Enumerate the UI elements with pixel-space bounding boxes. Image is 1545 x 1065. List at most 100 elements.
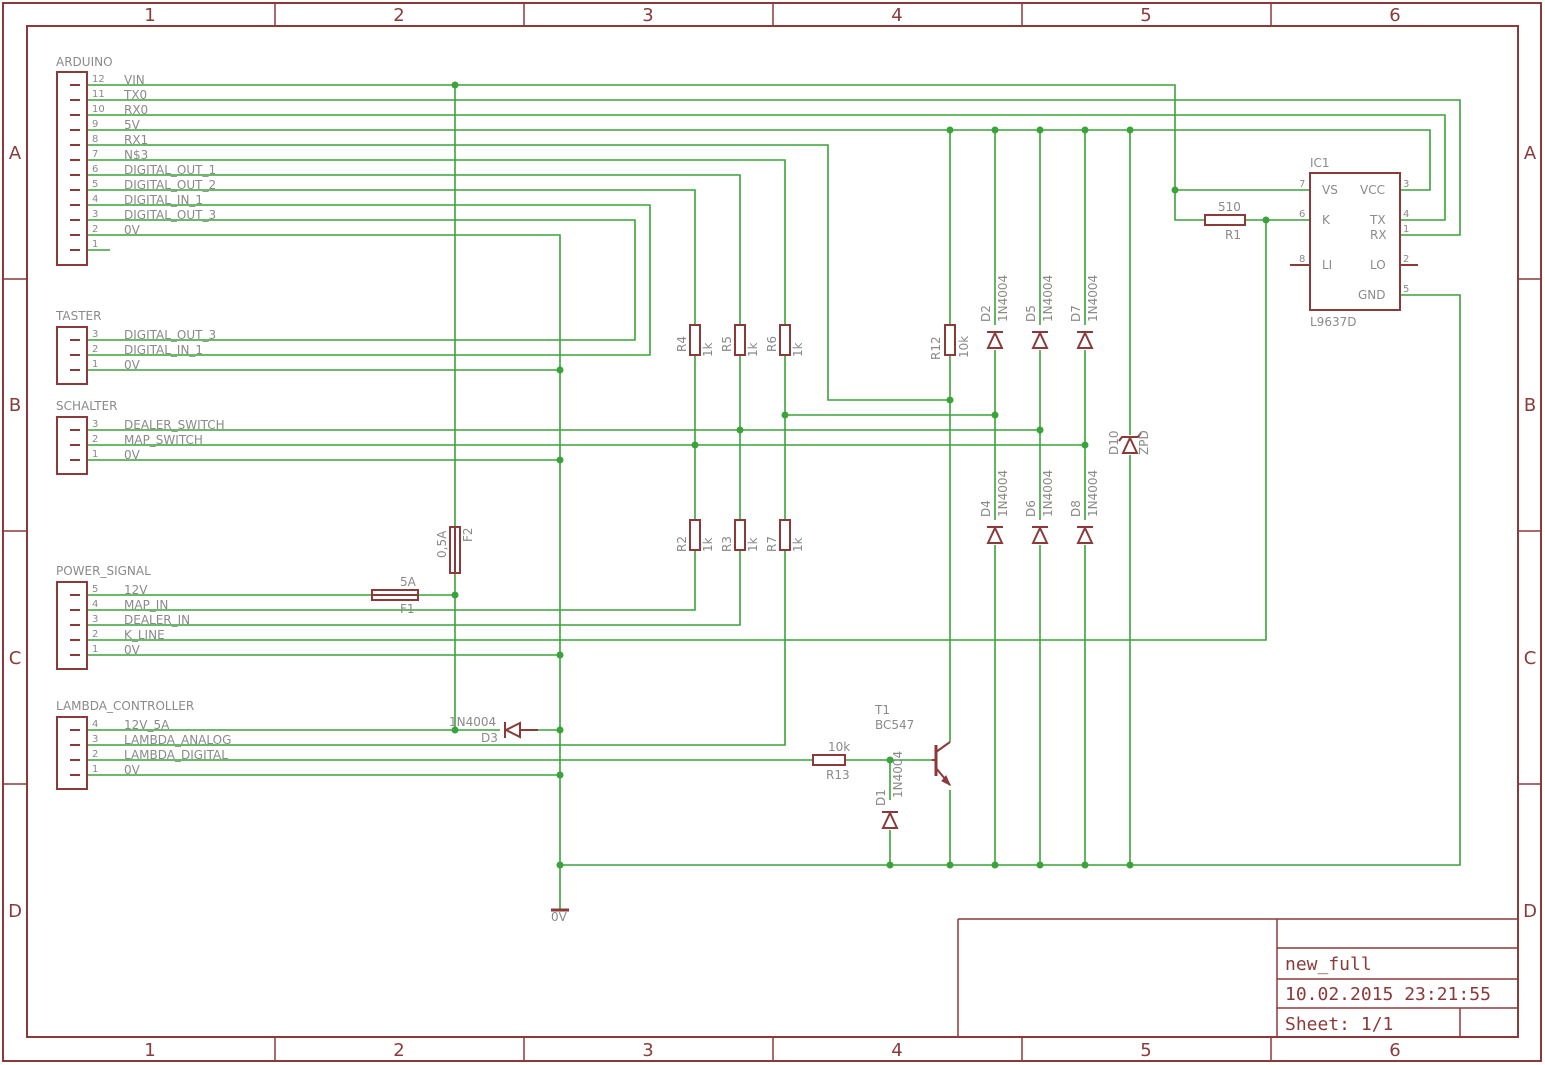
r1-value: 510 (1218, 200, 1241, 214)
f1-ref: F1 (400, 602, 415, 616)
power-signal-pin-num: 3 (92, 614, 98, 625)
ic1-pin-rx: RX (1370, 228, 1387, 242)
r12-ref: R12 (929, 336, 943, 360)
grid-col-top-4: 4 (891, 5, 902, 26)
r13-ref: R13 (826, 768, 850, 782)
power-signal-pin-label: K_LINE (124, 628, 165, 642)
power-signal-pin-label: 12V (124, 583, 148, 597)
schalter-pin-num: 1 (92, 449, 98, 460)
arduino-pin-label: VIN (124, 73, 145, 87)
ground-label: 0V (551, 910, 568, 924)
diode-d5: D5 1N4004 (1024, 275, 1055, 349)
r4-value: 1k (701, 342, 715, 357)
r3-ref: R3 (720, 536, 734, 552)
resistor-r7: R7 1k (765, 519, 805, 552)
resistor-r2: R2 1k (675, 519, 715, 552)
t1-value: BC547 (875, 718, 914, 732)
d10-ref: D10 (1107, 430, 1121, 455)
arduino-pin-label: DIGITAL_OUT_2 (124, 178, 216, 192)
diode-d8: D8 1N4004 (1069, 470, 1100, 544)
schalter-pin-label: DEALER_SWITCH (124, 418, 225, 432)
arduino-pin-label: 5V (124, 118, 141, 132)
resistor-r13: 10k R13 (812, 740, 850, 782)
d2-value: 1N4004 (996, 275, 1010, 322)
ic1-pin-num-li: 8 (1299, 254, 1305, 265)
resistor-r4: R4 1k (675, 324, 715, 357)
lambda-pin-num: 3 (92, 734, 98, 745)
arduino-pin-label: RX0 (124, 103, 148, 117)
resistor-r5: R5 1k (720, 324, 760, 357)
title-block: new_full 10.02.2015 23:21:55 Sheet: 1/1 (957, 918, 1518, 1037)
f2-ref: F2 (461, 527, 475, 542)
arduino-pin-label: N$3 (124, 148, 148, 162)
grid-row-left-b: B (9, 395, 21, 416)
r7-ref: R7 (765, 536, 779, 552)
ic1-pin-num-vs: 7 (1299, 179, 1305, 190)
ic1-pin-gnd: GND (1358, 288, 1386, 302)
taster-pin-label: 0V (124, 358, 141, 372)
lambda-pin-label: LAMBDA_ANALOG (124, 733, 231, 747)
grid-col-top-1: 1 (144, 5, 155, 26)
grid-col-bottom-6: 6 (1389, 1040, 1400, 1061)
lambda-pin-label: 12V_5A (124, 718, 170, 732)
grid-row-right-c: C (1524, 648, 1537, 669)
r13-value: 10k (828, 740, 850, 754)
diode-d7: D7 1N4004 (1069, 275, 1100, 349)
title-block-name: new_full (1285, 954, 1372, 975)
grid-col-bottom-1: 1 (144, 1040, 155, 1061)
grid-col-top-6: 6 (1389, 5, 1400, 26)
power-signal-pin-num: 4 (92, 599, 98, 610)
title-block-date: 10.02.2015 23:21:55 (1285, 984, 1491, 1005)
d3-value: 1N4004 (449, 715, 496, 729)
ic1-pin-li: LI (1322, 258, 1332, 272)
grid-col-top-3: 3 (642, 5, 653, 26)
taster-pin-label: DIGITAL_OUT_3 (124, 328, 216, 342)
grid-row-left-d: D (8, 901, 22, 922)
r3-value: 1k (746, 537, 760, 552)
ic1-pin-k: K (1322, 213, 1331, 227)
arduino-pin-label: DIGITAL_IN_1 (124, 193, 203, 207)
r5-value: 1k (746, 342, 760, 357)
d3-ref: D3 (481, 731, 498, 745)
ic1-pin-num-k: 6 (1299, 209, 1305, 220)
arduino-pin-num: 2 (92, 224, 98, 235)
ic1-pin-vs: VS (1322, 183, 1338, 197)
d7-ref: D7 (1069, 305, 1083, 322)
arduino-name: ARDUINO (56, 55, 113, 69)
taster-pin-num: 1 (92, 359, 98, 370)
arduino-pin-label: TX0 (123, 88, 147, 102)
arduino-pin-label: RX1 (124, 133, 148, 147)
arduino-pin-label: DIGITAL_OUT_1 (124, 163, 216, 177)
zener-diode-d10: D10 ZPD (1107, 430, 1151, 455)
lambda-pin-label: 0V (124, 763, 141, 777)
ground-symbol: 0V (551, 908, 569, 924)
lambda-pin-label: LAMBDA_DIGITAL (124, 748, 228, 762)
r1-ref: R1 (1225, 228, 1241, 242)
ic1-ref: IC1 (1310, 156, 1330, 170)
d8-value: 1N4004 (1086, 470, 1100, 517)
connector-schalter: SCHALTER 3 2 1 DEALER_SWITCH MAP_SWITCH … (56, 399, 225, 475)
connector-lambda-controller: LAMBDA_CONTROLLER 4 3 2 1 12V_5A LAMBDA_… (56, 699, 231, 790)
grid-row-right-b: B (1524, 395, 1536, 416)
schalter-pin-num: 2 (92, 434, 98, 445)
arduino-pin-num: 12 (92, 74, 105, 85)
ic1-pin-num-lo: 2 (1403, 254, 1409, 265)
taster-pin-num: 3 (92, 329, 98, 340)
d4-value: 1N4004 (996, 470, 1010, 517)
d7-value: 1N4004 (1086, 275, 1100, 322)
t1-ref: T1 (874, 703, 890, 717)
title-block-sheet: Sheet: 1/1 (1285, 1014, 1393, 1035)
r4-ref: R4 (675, 336, 689, 352)
wires (87, 84, 1461, 910)
grid-labels: 1 2 3 4 5 6 1 2 3 4 5 6 A B C D A B C D (8, 5, 1537, 1061)
arduino-pin-num: 5 (92, 179, 98, 190)
arduino-pin-num: 4 (92, 194, 98, 205)
grid-col-bottom-3: 3 (642, 1040, 653, 1061)
grid-row-left-a: A (9, 143, 22, 164)
grid-row-left-c: C (9, 648, 22, 669)
ic1-l9637d: IC1 VS K LI VCC TX RX LO GND 7 6 8 3 4 1… (1290, 156, 1418, 329)
lambda-controller-name: LAMBDA_CONTROLLER (56, 699, 194, 713)
arduino-pin-num: 10 (92, 104, 105, 115)
connector-arduino: ARDUINO 12 11 10 9 8 7 6 5 4 3 2 1 VIN T… (56, 55, 216, 266)
junctions (451, 81, 1270, 869)
